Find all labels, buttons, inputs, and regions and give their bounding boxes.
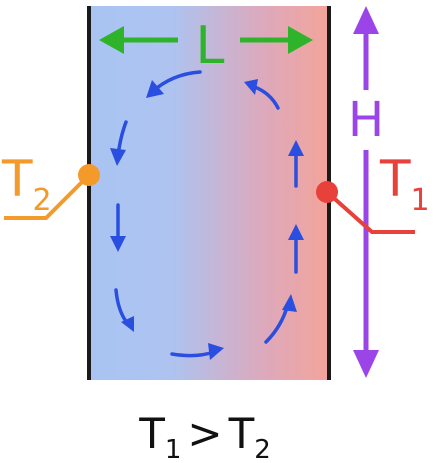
cold-temperature-label: T2 <box>1 150 52 218</box>
hot-temperature-probe <box>316 181 415 234</box>
hot-temperature-label: T1 <box>379 150 430 218</box>
temperature-condition: T1>T2 <box>138 409 271 463</box>
flow-arrow-top-right <box>244 79 280 110</box>
flow-arrow-bottom <box>170 343 224 360</box>
flow-arrow-left-middle <box>110 203 126 252</box>
flow-arrow-left-upper <box>110 120 128 166</box>
height-dimension-arrow <box>353 6 379 378</box>
flow-arrow-top-left <box>146 70 202 98</box>
convection-flow-arrows <box>110 70 304 360</box>
flow-arrow-right-middle <box>288 224 304 274</box>
flow-arrow-right-lower <box>264 294 297 344</box>
height-label: H <box>348 92 384 148</box>
fluid-cavity <box>89 6 329 380</box>
width-label: L <box>196 16 225 76</box>
flow-arrow-right-upper <box>288 140 304 188</box>
flow-arrow-left-lower <box>114 288 134 332</box>
cold-temperature-probe <box>4 164 100 220</box>
width-dimension-arrow <box>99 26 313 54</box>
